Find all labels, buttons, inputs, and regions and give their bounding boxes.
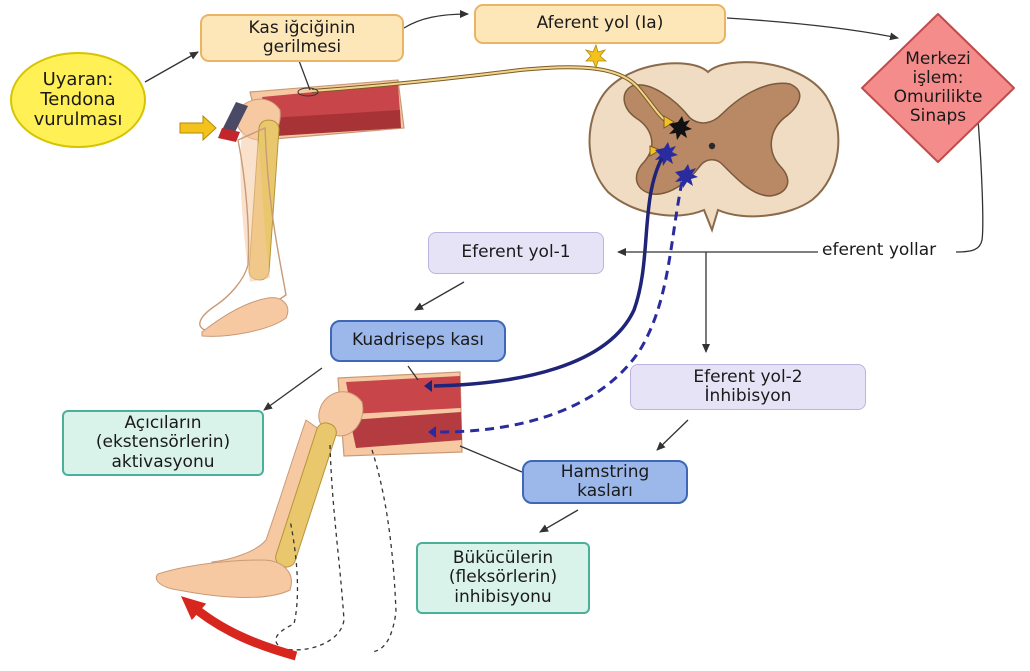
efferent-pathways-label: eferent yollar <box>822 240 936 260</box>
flexor-inhibition-label: Bükücülerin (fleksörlerin) inhibisyonu <box>449 549 557 606</box>
spark-icon <box>586 45 606 68</box>
efferent2-node: Eferent yol-2 İnhibisyon <box>630 364 866 410</box>
hamstring-label: Hamstring kasları <box>561 463 650 501</box>
quadriceps-label: Kuadriseps kası <box>352 331 484 350</box>
afferent-node: Aferent yol (Ia) <box>474 4 726 44</box>
stimulus-node: Uyaran: Tendona vurulması <box>10 52 146 148</box>
central-processing-label: Merkezi işlem: Omurilikte Sinaps <box>894 50 983 126</box>
stimulus-label: Uyaran: Tendona vurulması <box>34 70 123 130</box>
spindle-stretch-node: Kas iğciğinin gerilmesi <box>200 14 404 62</box>
efferent2-label: Eferent yol-2 İnhibisyon <box>693 368 802 406</box>
extensor-activation-node: Açıcıların (ekstensörlerin) aktivasyonu <box>62 410 264 476</box>
afferent-label: Aferent yol (Ia) <box>537 14 664 33</box>
flexor-inhibition-node: Bükücülerin (fleksörlerin) inhibisyonu <box>416 542 590 614</box>
efferent1-label: Eferent yol-1 <box>461 243 570 262</box>
efferent1-node: Eferent yol-1 <box>428 232 604 274</box>
spindle-stretch-label: Kas iğciğinin gerilmesi <box>249 19 356 57</box>
central-processing-node: Merkezi işlem: Omurilikte Sinaps <box>880 40 996 136</box>
kick-arrow-icon <box>190 604 296 656</box>
upper-leg-illustration <box>180 80 404 336</box>
quadriceps-node: Kuadriseps kası <box>330 320 506 362</box>
spinal-cord-section <box>590 62 839 230</box>
hamstring-node: Hamstring kasları <box>522 460 688 504</box>
extensor-activation-label: Açıcıların (ekstensörlerin) aktivasyonu <box>96 414 230 471</box>
